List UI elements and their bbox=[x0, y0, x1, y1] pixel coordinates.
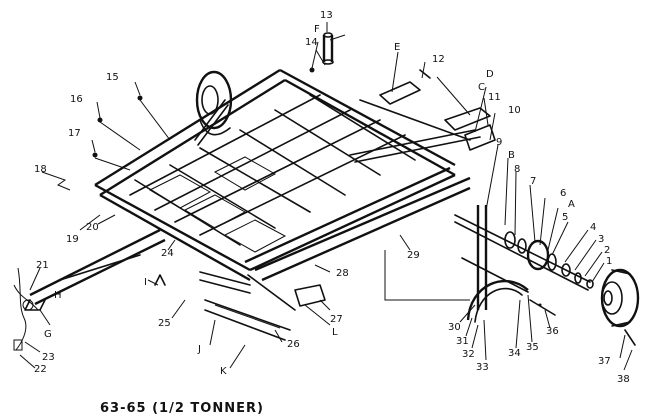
left-wheel bbox=[194, 70, 233, 146]
label-25: 25 bbox=[158, 318, 171, 329]
callout-labels: 13 F 14 E 12 D C 11 10 15 16 17 18 19 20… bbox=[34, 10, 630, 385]
label-24: 24 bbox=[161, 248, 174, 259]
lower-parts bbox=[154, 250, 470, 341]
label-5: 5 bbox=[562, 212, 568, 223]
brackets-top-right bbox=[379, 69, 496, 151]
label-13: 13 bbox=[320, 10, 333, 21]
tongue-hitch bbox=[13, 228, 166, 351]
label-33: 33 bbox=[476, 362, 489, 373]
label-22: 22 bbox=[34, 364, 47, 375]
label-B: B bbox=[508, 150, 515, 161]
label-E: E bbox=[394, 42, 400, 53]
label-3: 3 bbox=[598, 234, 604, 245]
label-6: 6 bbox=[560, 188, 566, 199]
label-14: 14 bbox=[305, 37, 318, 48]
label-18: 18 bbox=[34, 164, 47, 175]
label-28: 28 bbox=[336, 268, 349, 279]
label-2: 2 bbox=[604, 245, 610, 256]
label-37: 37 bbox=[598, 356, 611, 367]
label-32: 32 bbox=[462, 349, 475, 360]
label-38: 38 bbox=[617, 374, 630, 385]
label-31: 31 bbox=[456, 336, 469, 347]
label-10: 10 bbox=[508, 105, 521, 116]
label-21: 21 bbox=[36, 260, 49, 271]
label-17: 17 bbox=[68, 128, 81, 139]
label-9: 9 bbox=[496, 137, 502, 148]
label-7: 7 bbox=[530, 176, 536, 187]
label-36: 36 bbox=[546, 326, 559, 337]
label-L: L bbox=[332, 327, 338, 338]
label-16: 16 bbox=[70, 94, 83, 105]
label-1: 1 bbox=[606, 256, 612, 267]
label-G: G bbox=[44, 329, 52, 340]
label-35: 35 bbox=[526, 342, 539, 353]
leader-lines bbox=[19, 22, 633, 371]
label-D: D bbox=[486, 69, 494, 80]
label-4: 4 bbox=[590, 222, 596, 233]
label-I: I bbox=[144, 277, 147, 288]
right-wheel bbox=[600, 268, 640, 346]
label-15: 15 bbox=[106, 72, 119, 83]
label-C: C bbox=[478, 82, 485, 93]
diagram-footer: 63-65 (1/2 TONNER) bbox=[100, 401, 264, 416]
label-30: 30 bbox=[448, 322, 461, 333]
label-23: 23 bbox=[42, 352, 55, 363]
label-J: J bbox=[197, 344, 201, 355]
label-19: 19 bbox=[66, 234, 79, 245]
label-27: 27 bbox=[330, 314, 343, 325]
label-29: 29 bbox=[407, 250, 420, 261]
label-20: 20 bbox=[86, 222, 99, 233]
label-11: 11 bbox=[488, 92, 501, 103]
label-34: 34 bbox=[508, 348, 521, 359]
label-8: 8 bbox=[514, 164, 520, 175]
label-A: A bbox=[568, 199, 575, 210]
label-F: F bbox=[314, 24, 320, 35]
axle-assembly bbox=[454, 205, 594, 323]
main-frame bbox=[94, 68, 481, 282]
label-26: 26 bbox=[287, 339, 300, 350]
label-K: K bbox=[220, 366, 227, 377]
label-H: H bbox=[54, 290, 62, 301]
label-12: 12 bbox=[432, 54, 445, 65]
